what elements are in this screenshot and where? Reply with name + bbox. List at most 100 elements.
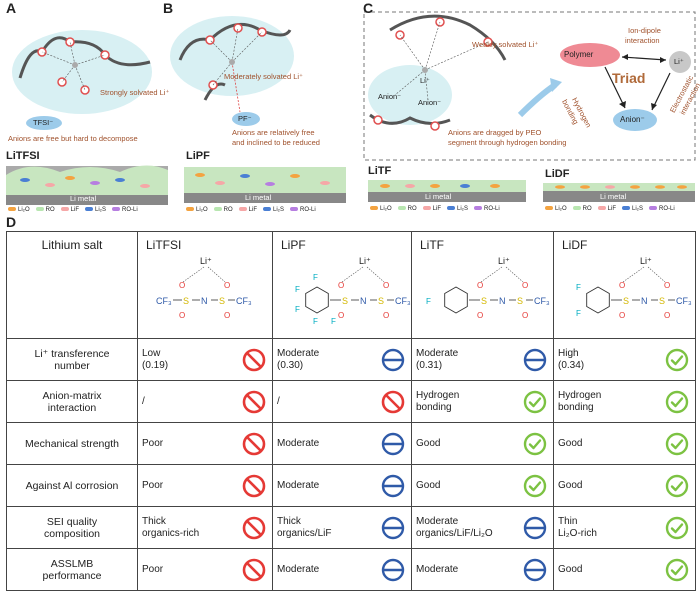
oxygen-label: O — [179, 311, 185, 320]
cf3-label: CF₃ — [534, 296, 550, 306]
cell-line: bonding — [416, 401, 452, 413]
li-label-c: Li⁺ — [420, 76, 430, 85]
cell-line: / — [142, 395, 145, 407]
legend-label: RO — [407, 206, 417, 212]
cell-text: Good — [416, 480, 549, 492]
note-relatively-free: Anions are relatively free — [232, 128, 315, 137]
cell-line: Thick — [142, 515, 166, 527]
legend-swatch — [112, 207, 121, 212]
legend-label: Li₂O — [18, 207, 30, 213]
cell-line: Good — [558, 437, 583, 449]
legend-label: RO — [582, 206, 592, 212]
cell-line: Moderate — [277, 437, 320, 449]
oxygen-label: O — [522, 311, 528, 320]
legend-item: RO — [397, 206, 417, 212]
table-cell: High(0.34) — [553, 338, 696, 381]
legend-label: Li₂O — [196, 207, 208, 213]
legend-label: RO-Li — [122, 207, 138, 213]
cell-text: Good — [416, 438, 549, 450]
sulfur-label: S — [623, 296, 629, 306]
prohibited-icon — [242, 516, 266, 539]
prohibited-icon — [381, 390, 405, 413]
legend-label: RO-Li — [659, 206, 675, 212]
oxygen-label: O — [224, 281, 230, 290]
minus-circle-icon — [523, 348, 547, 371]
cell-line: Moderate — [277, 563, 320, 575]
li-label: Li⁺ — [640, 256, 652, 266]
nitrogen-label: N — [201, 296, 208, 306]
cell-line: Hydrogen — [416, 389, 460, 401]
legend-swatch — [397, 206, 406, 211]
row-label: Mechanical strength — [6, 422, 138, 465]
check-circle-icon — [665, 516, 689, 539]
legend-swatch — [572, 206, 581, 211]
table-cell: / — [137, 380, 273, 423]
cell-line: organics/LiF/Li₂O — [416, 527, 493, 539]
cell-line: / — [277, 395, 280, 407]
legend-item: RO-Li — [474, 206, 500, 212]
cell-line: (0.19) — [142, 359, 169, 371]
legend-item: Li₂S — [622, 206, 643, 212]
prohibited-icon — [242, 348, 266, 371]
cf3-label: CF₃ — [676, 296, 692, 306]
legend-label: Li₂S — [273, 207, 285, 213]
cell-line: (0.34) — [558, 359, 585, 371]
cell-text: Good — [558, 438, 691, 450]
check-circle-icon — [665, 432, 689, 455]
table-cell: Moderate — [272, 422, 412, 465]
row-label-line: Anion-matrix — [42, 389, 102, 402]
panel-label-b: B — [163, 0, 174, 16]
fluorine-label: F — [313, 317, 318, 326]
li-node — [669, 51, 691, 73]
cell-line: Moderate — [277, 479, 320, 491]
cell-line: Moderate — [416, 515, 459, 527]
table-cell: Good — [411, 422, 554, 465]
minus-circle-icon — [381, 348, 405, 371]
salt-name: LiPF — [281, 238, 306, 252]
cell-text: Moderate(0.31) — [416, 348, 549, 372]
polymer-node — [560, 43, 620, 67]
row-label-line: Li⁺ transference — [34, 347, 110, 360]
salt-name: LiTFSI — [146, 238, 182, 252]
fluorine-label: F — [576, 283, 581, 292]
table-cell: Poor — [137, 422, 273, 465]
oxygen-label: O — [664, 311, 670, 320]
legend-swatch — [85, 207, 94, 212]
sulfur-label: S — [481, 296, 487, 306]
li-metal-label-d: Li metal — [600, 192, 627, 201]
legend-swatch — [186, 207, 194, 212]
legend-item: LiF — [597, 206, 617, 212]
cell-text: / — [142, 396, 268, 408]
sulfur-label: S — [219, 296, 225, 306]
anion-label-pf: PF⁻ — [238, 114, 252, 123]
legend-item: RO — [572, 206, 592, 212]
cell-line: Poor — [142, 563, 164, 575]
legend-swatch — [597, 206, 606, 211]
cf3-label: CF₃ — [236, 296, 252, 306]
legend-swatch — [474, 206, 483, 211]
sulfur-label: S — [517, 296, 523, 306]
table-cell: Good — [553, 464, 696, 507]
row-label-line: number — [54, 359, 90, 372]
legend-label: LiF — [607, 206, 617, 212]
legend-swatch — [60, 207, 69, 212]
row-label: Against Al corrosion — [6, 464, 138, 507]
cell-line: Moderate — [277, 347, 320, 359]
note-anions-free: Anions are free but hard to decompose — [8, 134, 138, 143]
prohibited-icon — [242, 390, 266, 413]
cell-line: Moderate — [416, 563, 459, 575]
